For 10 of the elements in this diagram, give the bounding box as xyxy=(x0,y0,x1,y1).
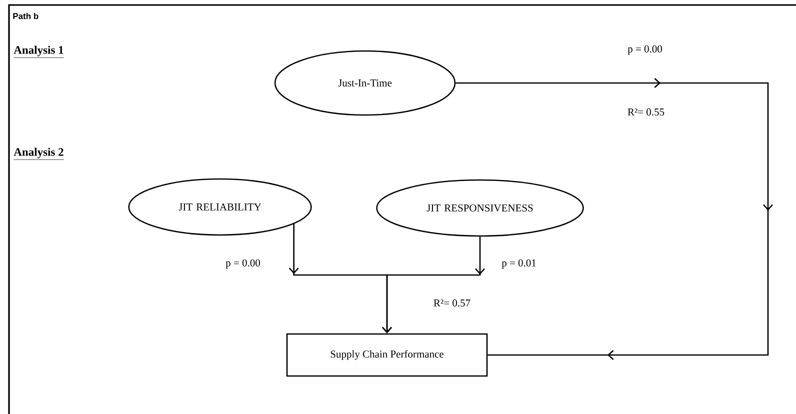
r-squared-label: R²= 0.57 xyxy=(434,299,470,307)
r-squared-label: R²= 0.55 xyxy=(628,108,664,116)
section-heading: Analysis 1 xyxy=(13,46,64,58)
arrow xyxy=(382,236,485,334)
edge-label: p = 0.01 xyxy=(500,258,538,270)
edge-label: p = 0.00 xyxy=(626,44,664,56)
outcome-box: Supply Chain Performance xyxy=(286,333,488,377)
section-heading: Analysis 2 xyxy=(13,148,64,160)
edge-label: p = 0.00 xyxy=(224,258,262,270)
panel-title: Path b xyxy=(13,12,38,20)
